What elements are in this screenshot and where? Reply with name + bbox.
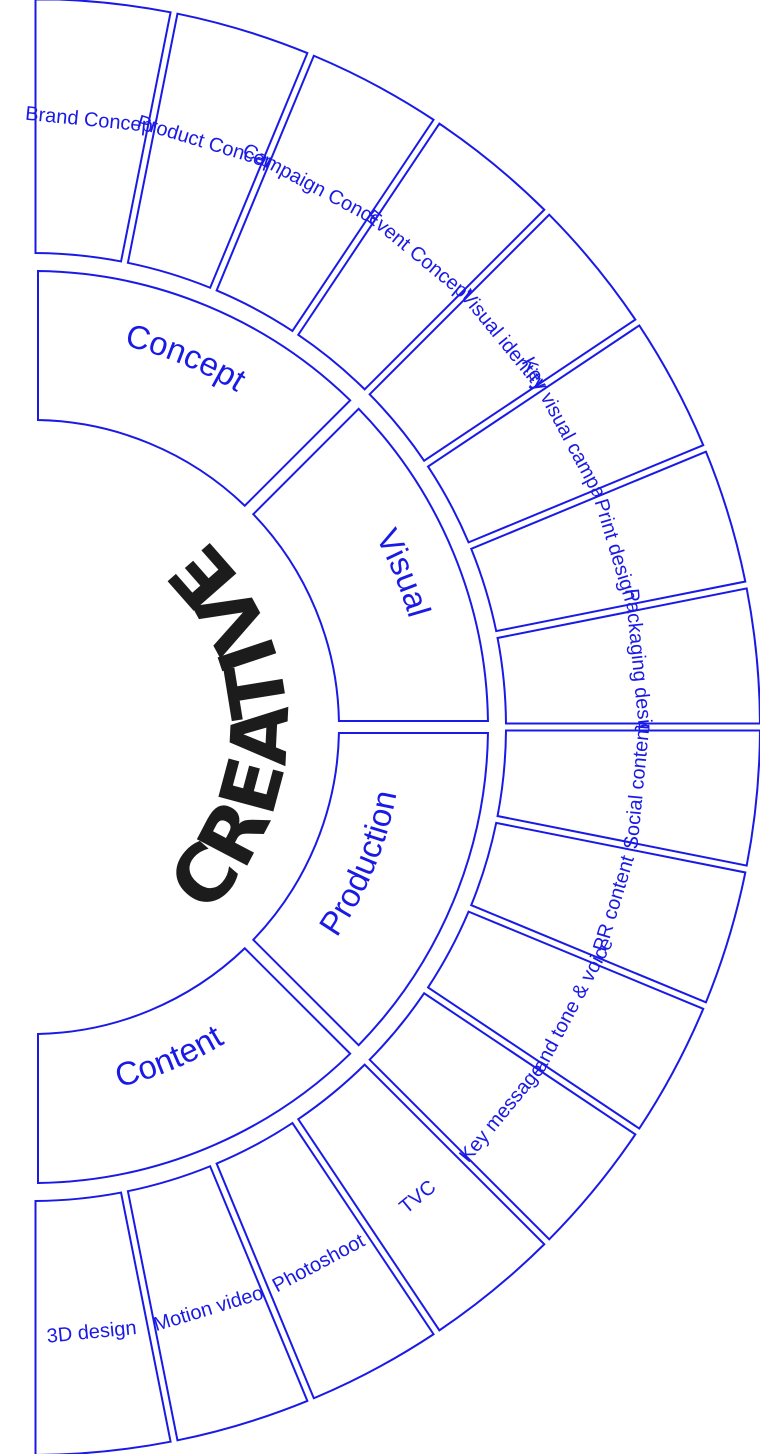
service-segment-photoshoot: [215, 1121, 435, 1400]
center-title: CREATIVE: [152, 526, 307, 928]
category-segment-content: [37, 946, 352, 1184]
service-segment-print-design: [469, 450, 747, 633]
service-segment-visual-identity: [368, 213, 637, 463]
service-segment-product-concept: [126, 12, 309, 290]
service-segment-pr-content: [469, 821, 747, 1004]
category-segment-production: [251, 732, 489, 1047]
category-segment-concept: [37, 270, 352, 508]
service-segment-motion-video: [126, 1164, 309, 1442]
service-segment-3d-design: [34, 1191, 172, 1454]
service-segment-campaign-concept: [215, 54, 435, 333]
service-segment-tvc: [296, 1063, 546, 1332]
center-title-group: CREATIVE: [152, 526, 307, 928]
service-segment-key-visual-campaign: [426, 324, 705, 544]
service-segment-brand-tone-and-voice: [426, 910, 705, 1130]
service-segment-social-content: [496, 729, 760, 867]
service-segment-event-concept: [296, 122, 546, 391]
service-segment-brand-concept: [34, 0, 172, 263]
category-segment-visual: [251, 407, 489, 722]
service-segment-key-message: [368, 991, 637, 1241]
